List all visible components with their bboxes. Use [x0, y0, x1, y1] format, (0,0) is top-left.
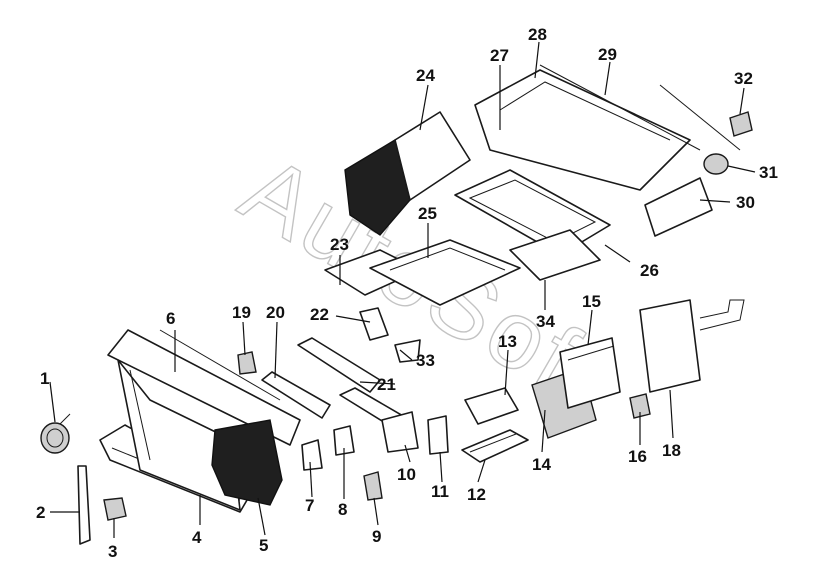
- callout-30: 30: [736, 193, 755, 212]
- callout-11: 11: [431, 482, 449, 501]
- callout-19: 19: [232, 303, 251, 322]
- callout-23: 23: [330, 235, 349, 254]
- callout-13: 13: [498, 332, 517, 351]
- part-wheelhouse: [344, 111, 471, 236]
- callout-18: 18: [662, 441, 681, 460]
- callout-29: 29: [598, 45, 617, 64]
- callout-20: 20: [266, 303, 285, 322]
- callout-24: 24: [416, 66, 435, 85]
- callout-26: 26: [640, 261, 659, 280]
- callout-7: 7: [305, 496, 314, 515]
- callout-15: 15: [582, 292, 601, 311]
- callout-3: 3: [108, 542, 117, 561]
- callout-8: 8: [338, 500, 347, 519]
- callout-33: 33: [416, 351, 435, 370]
- callout-5: 5: [259, 536, 268, 555]
- callout-labels: 1 2 3 4 5 6 7 8 9 10 11 12 13 14 15 16 1…: [36, 25, 778, 561]
- part-wiper-assembly: [644, 84, 753, 237]
- callout-25: 25: [418, 204, 437, 223]
- callout-27: 27: [490, 46, 509, 65]
- callout-22: 22: [310, 305, 329, 324]
- part-reservoir: [629, 299, 745, 419]
- part-fuse-and-relay-boxes: [461, 387, 529, 463]
- part-floor-pans: [324, 239, 521, 306]
- callout-12: 12: [467, 485, 486, 504]
- part-clip: [103, 497, 127, 521]
- callout-10: 10: [397, 465, 416, 484]
- part-radiator-panel: [211, 419, 283, 506]
- callout-16: 16: [628, 447, 647, 466]
- callout-9: 9: [372, 527, 381, 546]
- callout-21: 21: [377, 375, 396, 394]
- part-radiator-support: [107, 329, 301, 511]
- callout-2: 2: [36, 503, 45, 522]
- callout-14: 14: [532, 455, 551, 474]
- callout-34: 34: [536, 312, 555, 331]
- callout-28: 28: [528, 25, 547, 44]
- part-horn: [40, 413, 71, 454]
- part-small-brackets: [301, 411, 449, 501]
- part-cowl-and-dash: [474, 64, 701, 191]
- callout-32: 32: [734, 69, 753, 88]
- callout-4: 4: [192, 528, 202, 547]
- callout-6: 6: [166, 309, 175, 328]
- callout-31: 31: [759, 163, 778, 182]
- leader-lines: [49, 41, 756, 538]
- part-center-floor: [454, 169, 611, 281]
- part-bracket-vertical: [77, 465, 91, 545]
- part-battery-and-tray: [531, 337, 621, 439]
- callout-1: 1: [40, 369, 49, 388]
